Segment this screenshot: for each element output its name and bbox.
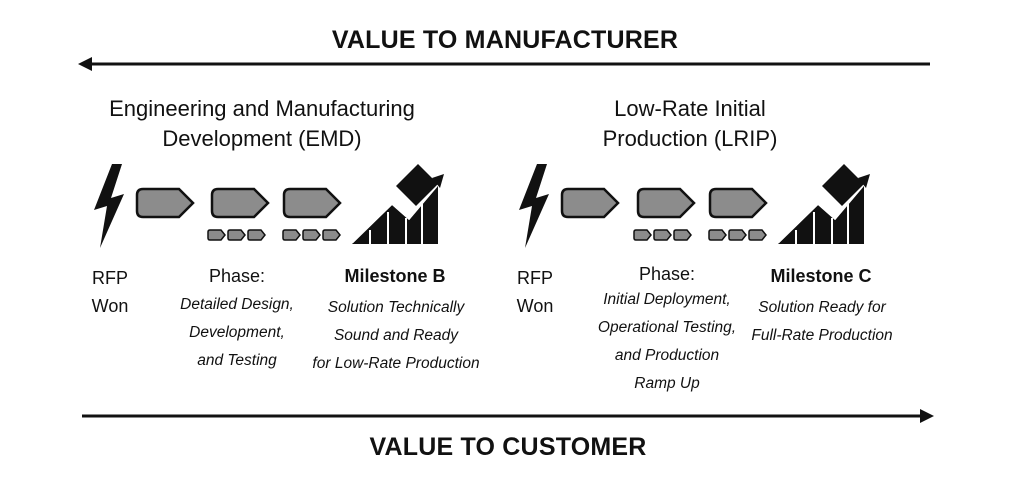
chevron-icon [135, 187, 195, 219]
phase-label: Phase: [208, 266, 266, 286]
desc-line: for Low-Rate Production [312, 355, 480, 372]
mini-chevrons-icon [633, 229, 693, 241]
milestone-c-label: Milestone C [770, 266, 872, 286]
heading-line: Engineering and Manufacturing [109, 96, 415, 121]
chevron-icon [210, 187, 270, 219]
growth-chart-icon [352, 162, 444, 246]
phase-description: Detailed Design, Development, and Testing [180, 291, 294, 375]
rfp-won-label: RFP Won [92, 264, 129, 320]
desc-line: and Testing [197, 352, 277, 369]
chevron-icon [708, 187, 768, 219]
desc-line: Solution Ready for [758, 299, 886, 316]
milestone-b-label: Milestone B [344, 266, 446, 286]
mini-chevrons-icon [708, 229, 768, 241]
desc-line: Detailed Design, [180, 296, 294, 313]
heading-line: Development (EMD) [162, 126, 362, 151]
phase-description: Initial Deployment, Operational Testing, a… [598, 286, 736, 398]
phase-label: Phase: [638, 264, 696, 284]
mini-chevrons-icon [282, 229, 342, 241]
desc-line: and Production [614, 347, 720, 364]
lightning-icon [517, 164, 551, 248]
heading-line: Production (LRIP) [602, 126, 778, 151]
label-line: RFP [517, 268, 553, 288]
chevron-icon [560, 187, 620, 219]
desc-line: Operational Testing, [597, 319, 737, 336]
label-line: Won [516, 296, 554, 316]
mini-chevrons-icon [207, 229, 267, 241]
label-line: Won [91, 296, 129, 316]
chevron-icon [636, 187, 696, 219]
chevron-icon [282, 187, 342, 219]
label-line: RFP [92, 268, 128, 288]
desc-line: Development, [189, 324, 285, 341]
desc-line: Initial Deployment, [603, 291, 731, 308]
desc-line: Sound and Ready [333, 327, 459, 344]
growth-chart-icon [778, 162, 870, 246]
left-arrow-icon [78, 57, 930, 71]
desc-line: Solution Technically [327, 299, 465, 316]
right-arrow-icon [82, 409, 934, 423]
desc-line: Ramp Up [634, 375, 700, 392]
heading-line: Low-Rate Initial [614, 96, 766, 121]
lightning-icon [92, 164, 126, 248]
value-to-customer-label: VALUE TO CUSTOMER [369, 433, 647, 461]
value-to-manufacturer-label: VALUE TO MANUFACTURER [331, 26, 679, 54]
rfp-won-label: RFP Won [517, 264, 554, 320]
desc-line: Full-Rate Production [751, 327, 893, 344]
